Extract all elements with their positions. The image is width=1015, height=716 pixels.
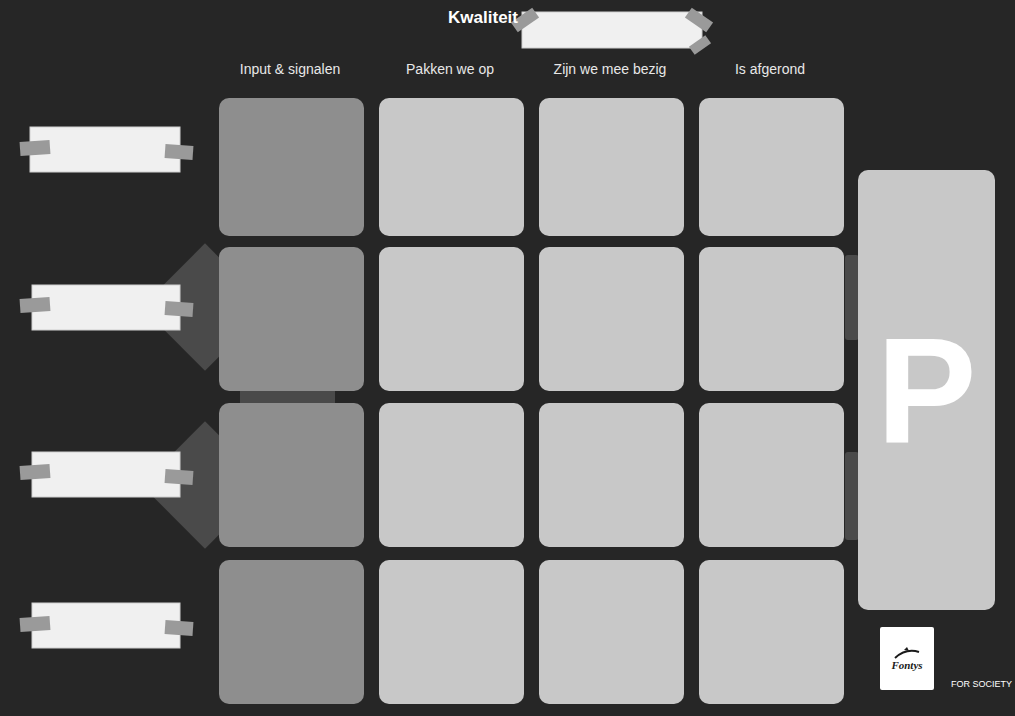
logo-swoosh bbox=[892, 646, 922, 660]
grid-cell bbox=[219, 403, 364, 547]
column-header: Pakken we op bbox=[406, 61, 494, 77]
paper-label bbox=[511, 8, 713, 55]
grid-cell bbox=[379, 247, 524, 391]
grid-cell bbox=[699, 98, 844, 236]
logo-text: Fontys bbox=[891, 660, 922, 671]
grid-cell bbox=[539, 247, 684, 391]
paper-label bbox=[20, 127, 194, 172]
paper-label bbox=[20, 603, 194, 648]
grid-cell bbox=[539, 560, 684, 704]
brand-tagline: FOR SOCIETY bbox=[951, 679, 1012, 689]
paper-label bbox=[20, 285, 194, 330]
grid-cell bbox=[699, 247, 844, 391]
grid-cell bbox=[539, 98, 684, 236]
logo-box: Fontys bbox=[880, 627, 934, 690]
column-header: Input & signalen bbox=[240, 61, 340, 77]
decor-bar bbox=[845, 452, 859, 540]
grid-cell bbox=[219, 560, 364, 704]
grid-cell bbox=[219, 98, 364, 236]
grid-cell bbox=[379, 98, 524, 236]
column-header: Is afgerond bbox=[735, 61, 805, 77]
grid-cell bbox=[539, 403, 684, 547]
column-header: Zijn we mee bezig bbox=[554, 61, 667, 77]
board-title: Kwaliteit bbox=[448, 8, 518, 28]
parking-panel: P bbox=[858, 170, 995, 610]
grid-cell bbox=[379, 560, 524, 704]
grid-cell bbox=[699, 403, 844, 547]
grid-cell bbox=[219, 247, 364, 391]
grid-cell bbox=[379, 403, 524, 547]
kanban-grid bbox=[219, 98, 844, 704]
grid-cell bbox=[699, 560, 844, 704]
paper-label bbox=[20, 452, 194, 497]
decor-bar bbox=[845, 255, 859, 340]
panel-letter: P bbox=[876, 315, 976, 465]
